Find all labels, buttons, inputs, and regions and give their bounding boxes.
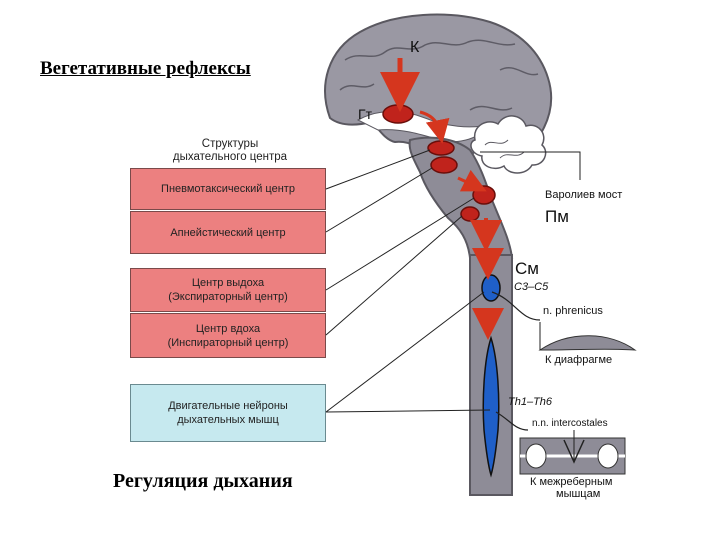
structures-heading-line2: дыхательного центра (172, 151, 288, 163)
diaphragm-shape (538, 335, 637, 351)
pneumotaxic-nucleus (427, 140, 455, 156)
label-to-intercostal-line2: мышцам (556, 488, 600, 500)
cerebellum (470, 115, 547, 174)
box-motor-neurons-label: Двигательные нейроны (168, 400, 288, 412)
label-pons-caption: Варолиев мост (545, 189, 622, 201)
pons-bracket (538, 151, 581, 180)
box-pneumotaxic-center: Пневмотаксический центр (130, 168, 326, 210)
title-breathing-regulation: Регуляция дыхания (113, 470, 293, 492)
label-to-diaphragm: К диафрагме (545, 354, 612, 366)
connector-apneustic (325, 167, 433, 233)
box-apneustic-label: Апнейстический центр (170, 226, 286, 239)
box-expiratory-label: Центр выдоха (191, 277, 265, 289)
box-expiratory-sublabel: (Экспираторный центр) (168, 291, 288, 303)
label-thoracic: Th1–Th6 (508, 396, 553, 408)
label-hypothalamus: Гт (358, 106, 373, 122)
connector-motor-cervical (325, 291, 485, 413)
apneustic-nucleus (430, 156, 458, 174)
cervical-segment-oval (481, 274, 501, 302)
hypothalamus-nucleus (382, 104, 414, 124)
box-inspiratory-sublabel: (Инспираторный центр) (167, 336, 289, 349)
box-apneustic-center: Апнейстический центр (130, 211, 326, 254)
box-motor-neurons: Двигательные нейроны дыхательных мышц (130, 384, 326, 442)
label-intercostal-nerves: n.n. intercostales (532, 418, 608, 429)
box-inspiratory-label: Центр вдоха (195, 322, 261, 335)
intercostal-nerve-line (495, 411, 529, 431)
connector-expiratory (325, 197, 475, 291)
structures-heading-line1: Структуры (201, 138, 259, 150)
title-vegetative-reflexes: Вегетативные рефлексы (40, 58, 251, 79)
phrenic-nerve-line (491, 291, 541, 321)
expiratory-nucleus (472, 185, 496, 205)
label-phrenic-nerve: n. phrenicus (543, 305, 603, 317)
box-pneumotaxic-label: Пневмотаксический центр (161, 183, 295, 195)
structures-heading: Структуры дыхательного центра (150, 138, 310, 164)
box-motor-neurons-sublabel: дыхательных мышц (177, 414, 279, 426)
connector-inspiratory (325, 215, 463, 336)
label-cervical: C3–C5 (514, 281, 549, 293)
connector-motor-thoracic (325, 409, 491, 413)
label-to-intercostal-line1: К межреберным (530, 476, 612, 488)
label-cortex: К (410, 39, 420, 56)
thoracic-segment (482, 335, 500, 478)
inspiratory-nucleus (460, 206, 480, 222)
box-expiratory-center: Центр выдоха (Экспираторный центр) (130, 268, 326, 312)
box-inspiratory-center: Центр вдоха (Инспираторный центр) (130, 313, 326, 358)
connector-pneumotaxic (325, 149, 431, 190)
arrow-hypothalamus (419, 110, 450, 144)
label-medulla: См (515, 259, 539, 278)
arrow-pons (457, 169, 487, 192)
label-pons: Пм (545, 207, 569, 226)
